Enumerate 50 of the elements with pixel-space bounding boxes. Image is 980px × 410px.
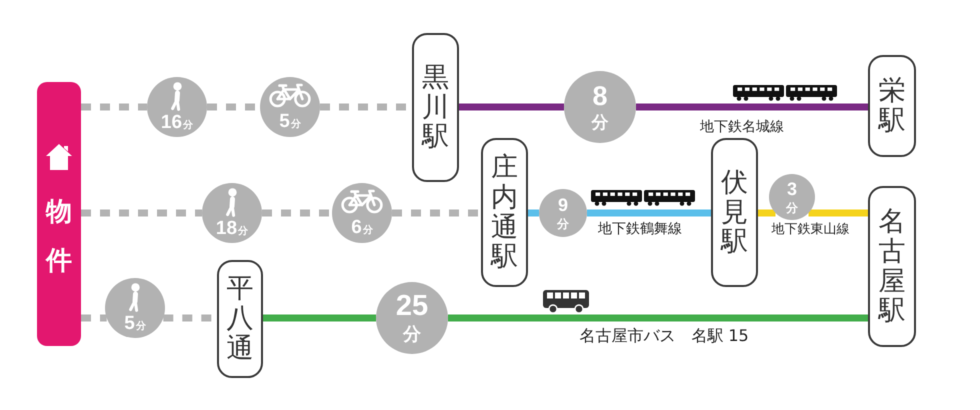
transit-line (263, 314, 376, 322)
station-box (217, 260, 263, 378)
travel-time-circle (539, 189, 587, 237)
dashed-route-line (81, 314, 107, 322)
minutes-value: 8 (592, 82, 608, 110)
minutes-unit: 分 (403, 326, 421, 344)
dashed-route-line (262, 210, 332, 216)
station-box (481, 138, 528, 287)
minutes-value: 9 (558, 196, 568, 214)
transit-line (808, 210, 868, 216)
transit-line (587, 210, 711, 216)
station-name: 黒川駅 (422, 62, 449, 152)
station-name: 栄駅 (878, 76, 906, 136)
transit-line (528, 210, 539, 216)
property-box (37, 82, 81, 346)
transit-line (448, 314, 868, 322)
travel-time-circle (769, 174, 815, 220)
transit-line (459, 104, 564, 110)
minutes-unit: 分 (183, 121, 194, 131)
station-name: 名古屋駅 (878, 207, 906, 326)
station-box (868, 55, 916, 157)
station-name: 伏見駅 (721, 168, 748, 258)
minutes-unit: 分 (786, 202, 798, 214)
minutes-value: 18 (216, 219, 238, 238)
minutes-unit: 分 (238, 227, 248, 237)
minutes-unit: 分 (136, 322, 146, 332)
line-name: 地下鉄名城線 (698, 119, 786, 136)
station-name: 平八通 (226, 274, 254, 364)
station-box (868, 186, 916, 347)
minutes-unit: 分 (362, 226, 373, 236)
minutes-value: 5 (279, 112, 290, 131)
transit-line (636, 104, 868, 110)
minutes-value: 3 (786, 180, 797, 198)
station-box (412, 33, 459, 182)
dashed-route-line (81, 210, 202, 216)
minutes-value: 25 (396, 292, 428, 321)
minutes-unit: 分 (592, 114, 608, 132)
minutes-unit: 分 (557, 218, 569, 230)
dashed-route-line (392, 210, 481, 216)
dashed-route-line (81, 104, 147, 110)
line-name: 地下鉄東山線 (769, 222, 852, 238)
transit-line (758, 210, 776, 216)
minutes-value: 5 (124, 314, 135, 333)
minutes-value: 16 (160, 113, 182, 132)
station-name: 庄内通駅 (491, 153, 518, 272)
minutes-unit: 分 (290, 120, 301, 130)
station-box (711, 138, 758, 287)
minutes-value: 6 (351, 218, 362, 237)
property-label: 物件 (46, 196, 72, 278)
line-name: 地下鉄鶴舞線 (596, 221, 684, 238)
